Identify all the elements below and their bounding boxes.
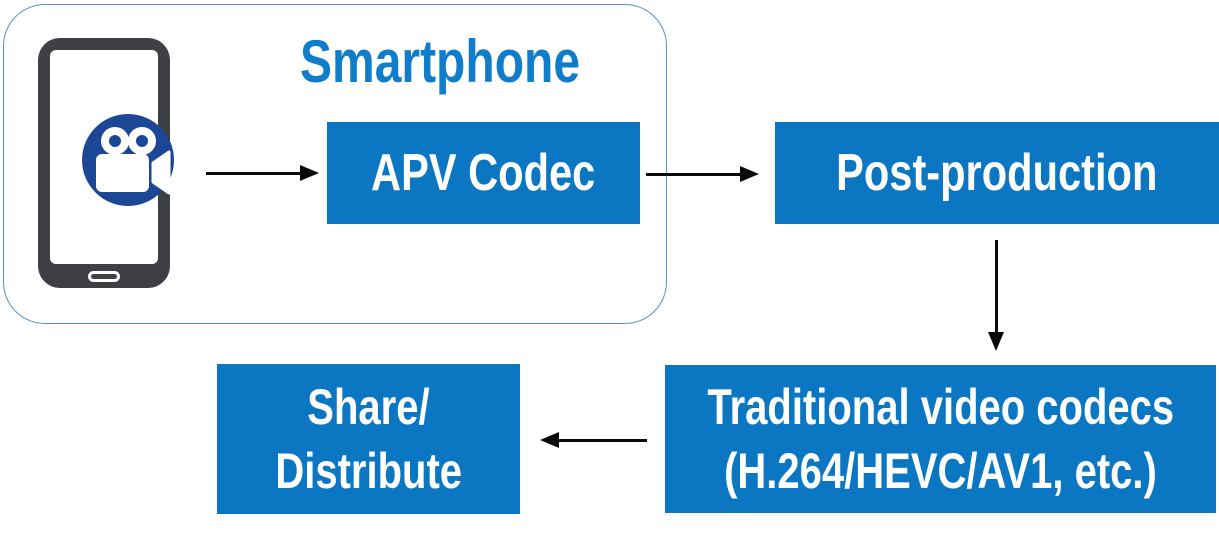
arrow-post-production-to-traditional: [988, 240, 1005, 351]
arrow-line: [558, 439, 647, 442]
traditional-codecs-line1: Traditional video codecs: [707, 379, 1174, 435]
arrow-head-right-icon: [740, 166, 759, 182]
traditional-codecs-line2: (H.264/HEVC/AV1, etc.): [724, 443, 1157, 499]
post-production-node: Post-production: [775, 122, 1219, 224]
arrow-apv-to-post-production: [646, 166, 759, 183]
smartphone-title: Smartphone: [260, 32, 620, 92]
arrow-traditional-to-share: [540, 432, 647, 449]
arrow-head-right-icon: [300, 165, 319, 181]
share-distribute-line2: Distribute: [275, 443, 462, 499]
apv-codec-node: APV Codec: [327, 122, 640, 224]
arrow-line: [206, 172, 301, 175]
arrow-line: [646, 173, 741, 176]
post-production-label: Post-production: [836, 144, 1158, 202]
phone-home-button: [88, 271, 120, 282]
arrow-head-left-icon: [540, 432, 559, 448]
arrow-phone-to-apv: [206, 165, 319, 182]
arrow-line: [995, 240, 998, 333]
smartphone-title-text: Smartphone: [299, 28, 581, 95]
traditional-codecs-node: Traditional video codecs (H.264/HEVC/AV1…: [665, 365, 1216, 513]
share-distribute-node: Share/ Distribute: [217, 364, 520, 514]
apv-codec-label: APV Codec: [371, 144, 596, 202]
share-distribute-line1: Share/: [307, 379, 430, 435]
arrow-head-down-icon: [988, 332, 1004, 351]
video-camera-icon: [82, 114, 174, 206]
